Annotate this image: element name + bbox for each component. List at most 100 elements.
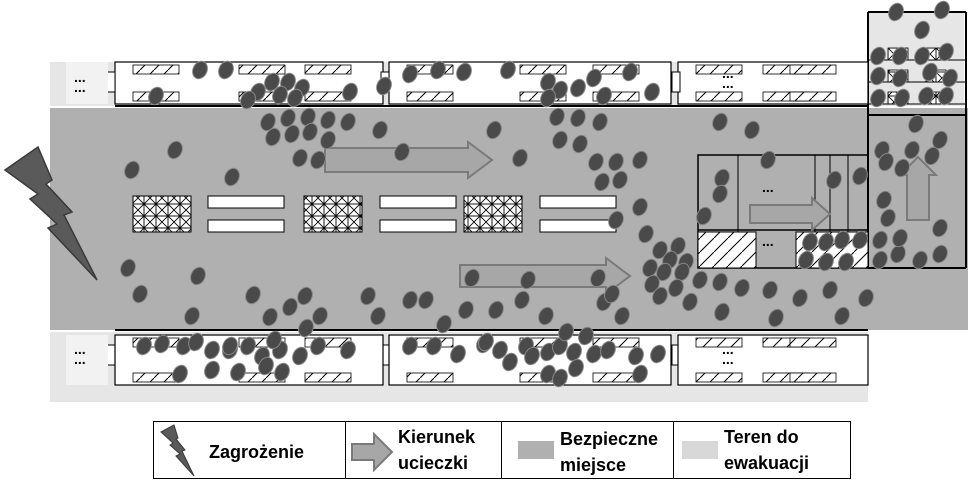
person	[818, 252, 834, 272]
wagon-seat	[238, 64, 286, 75]
legend-threat-label: Zagrożenie	[209, 442, 305, 462]
person	[124, 160, 140, 180]
wagon-seat	[592, 337, 640, 348]
person	[904, 140, 920, 160]
person	[592, 112, 608, 132]
person	[320, 130, 336, 150]
person	[450, 344, 466, 364]
person	[712, 272, 728, 292]
person	[908, 114, 924, 134]
door-dots: ...	[74, 69, 86, 85]
person	[360, 286, 376, 306]
legend-evac-line1: Teren do	[724, 427, 799, 447]
person	[298, 318, 314, 338]
person	[265, 127, 281, 147]
person	[192, 60, 208, 80]
person	[320, 110, 336, 130]
legend: Zagrożenie Kierunek ucieczki Bezpieczne …	[153, 421, 851, 479]
wagon-seat	[695, 337, 743, 348]
person	[922, 62, 938, 82]
person	[912, 250, 928, 270]
person	[284, 124, 300, 144]
person	[540, 342, 556, 362]
wagon-coupler	[106, 344, 116, 366]
person	[258, 356, 274, 376]
person	[154, 334, 170, 354]
person	[622, 62, 638, 82]
person	[668, 278, 684, 298]
wagon-seat	[789, 372, 837, 383]
person	[148, 86, 164, 106]
person	[876, 190, 892, 210]
person	[552, 80, 568, 100]
person	[570, 78, 586, 98]
person	[568, 358, 584, 378]
person	[204, 360, 220, 380]
bin-block	[463, 195, 523, 233]
legend-evac-line2: ewakuacji	[724, 453, 810, 473]
door-dots: ...	[762, 233, 774, 249]
person	[590, 268, 606, 288]
person	[549, 107, 565, 127]
person	[456, 62, 472, 82]
door-dots: ...	[74, 79, 86, 95]
person	[552, 368, 568, 388]
person	[600, 340, 616, 360]
person	[644, 82, 660, 102]
person	[262, 307, 278, 327]
person	[272, 85, 288, 105]
person	[762, 280, 778, 300]
person	[888, 2, 904, 22]
person	[566, 342, 582, 362]
person	[578, 326, 594, 346]
escape-arrow-lower	[459, 256, 632, 296]
person	[760, 150, 776, 170]
person	[184, 306, 200, 326]
person	[394, 142, 410, 162]
person	[932, 218, 948, 238]
person	[488, 300, 504, 320]
person	[292, 148, 308, 168]
person	[586, 68, 602, 88]
person	[492, 340, 508, 360]
person	[190, 266, 206, 286]
person	[614, 306, 630, 326]
wagon-seat	[592, 91, 640, 102]
wagon-seat	[592, 372, 640, 383]
legend-safe-line2: miejsce	[560, 455, 627, 475]
person	[524, 346, 540, 366]
person	[696, 206, 712, 226]
person	[430, 60, 446, 80]
escape-arrow-upper	[324, 140, 494, 180]
person	[167, 140, 183, 160]
person	[402, 64, 418, 84]
person	[312, 306, 328, 326]
person	[942, 68, 958, 88]
person	[682, 292, 698, 312]
person	[870, 66, 886, 86]
person	[436, 314, 452, 334]
person	[230, 362, 246, 382]
wagon-seat	[789, 64, 837, 75]
person	[712, 112, 728, 132]
person	[858, 288, 874, 308]
wagon-seat	[789, 91, 837, 102]
person	[632, 197, 648, 217]
person	[240, 90, 256, 110]
person	[340, 340, 356, 360]
person	[245, 285, 261, 305]
door-dots: ...	[762, 179, 774, 195]
person	[878, 152, 894, 172]
person	[302, 122, 318, 142]
person	[934, 0, 950, 20]
door-dots: ...	[722, 65, 734, 81]
person	[520, 270, 536, 290]
person	[266, 330, 282, 350]
arrow-icon	[351, 431, 394, 473]
bench	[207, 219, 285, 233]
person	[558, 322, 574, 342]
door-dots: ...	[722, 351, 734, 367]
bench	[207, 195, 285, 209]
person	[938, 42, 954, 62]
person	[852, 230, 868, 250]
